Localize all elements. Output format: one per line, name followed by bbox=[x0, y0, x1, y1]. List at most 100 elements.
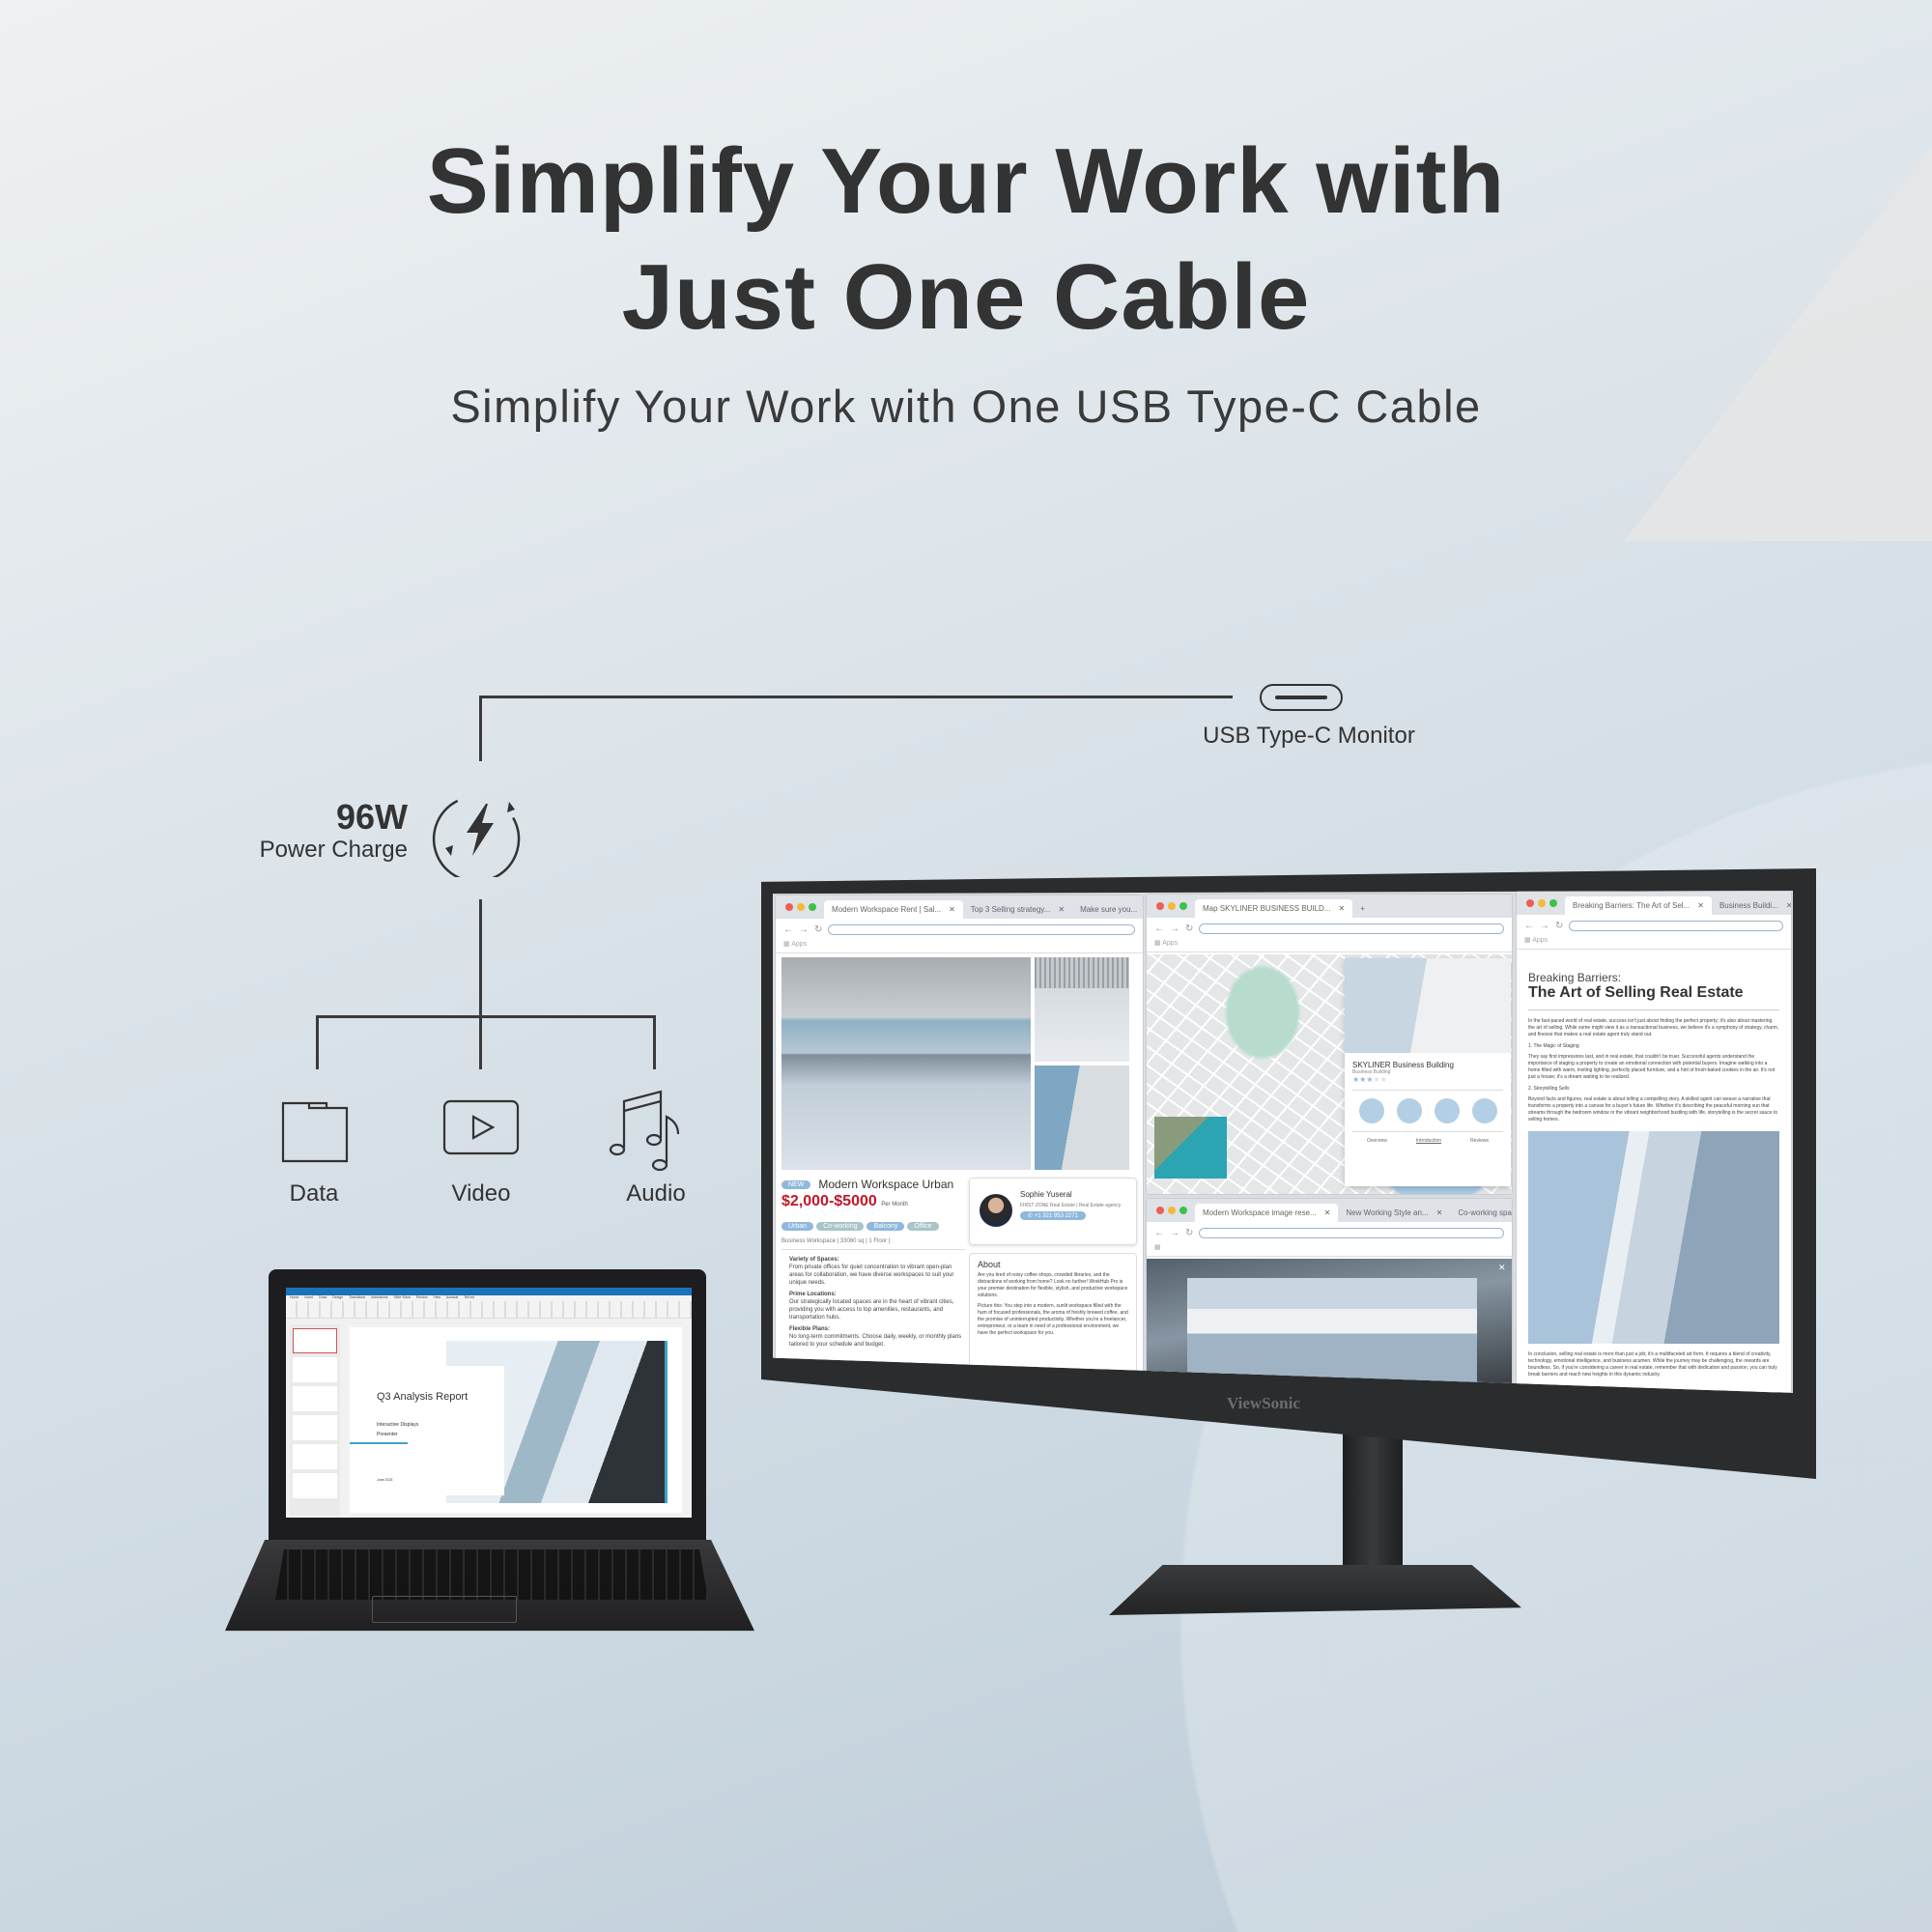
maximize-dot[interactable] bbox=[1179, 902, 1187, 910]
back-icon[interactable]: ← bbox=[1154, 923, 1164, 934]
tab[interactable]: Modern Workspace Rent | Sal...✕ bbox=[824, 900, 963, 919]
minimize-dot[interactable] bbox=[1168, 1207, 1176, 1214]
slide-thumbnails[interactable] bbox=[290, 1324, 340, 1516]
close-dot[interactable] bbox=[1156, 902, 1164, 910]
bookmark-icon[interactable] bbox=[1396, 1098, 1422, 1123]
slide-thumb[interactable] bbox=[293, 1415, 337, 1440]
minimize-dot[interactable] bbox=[1538, 899, 1546, 907]
tag-chip[interactable]: Urban bbox=[781, 1222, 814, 1231]
close-dot[interactable] bbox=[785, 903, 793, 911]
tab[interactable]: Top 3 Selling strategy...✕ bbox=[963, 900, 1072, 919]
address-bar[interactable] bbox=[1199, 923, 1504, 934]
apps-label[interactable]: Apps bbox=[1532, 937, 1548, 944]
place-tab[interactable]: Introduction bbox=[1415, 1138, 1442, 1144]
close-tab-icon[interactable]: ✕ bbox=[1058, 905, 1065, 914]
forward-icon[interactable]: → bbox=[1170, 923, 1179, 934]
feature-item: Flexible Plans:No long-term commitments.… bbox=[789, 1326, 962, 1348]
ribbon-tab[interactable]: Review bbox=[416, 1295, 428, 1299]
listing-title: Modern Workspace Urban bbox=[818, 1178, 954, 1191]
tag-chip[interactable]: Balcony bbox=[867, 1222, 905, 1231]
close-tab-icon[interactable]: ✕ bbox=[1323, 1208, 1331, 1217]
ribbon-tab[interactable]: Design bbox=[332, 1295, 344, 1299]
ribbon-tab[interactable]: Transitions bbox=[349, 1295, 366, 1299]
tag-chip[interactable]: Office bbox=[907, 1222, 939, 1231]
call-agent-button[interactable]: ✆ +1 321 953 2271 bbox=[1020, 1211, 1086, 1220]
apps-label[interactable]: Apps bbox=[791, 941, 808, 948]
close-viewer-icon[interactable]: ✕ bbox=[1498, 1263, 1506, 1272]
close-tab-icon[interactable]: ✕ bbox=[1785, 901, 1792, 910]
close-tab-icon[interactable]: ✕ bbox=[949, 905, 955, 914]
place-tab[interactable]: Reviews bbox=[1470, 1138, 1489, 1144]
listing-thumb-photo[interactable] bbox=[1035, 957, 1129, 1062]
tab-bar: Modern Workspace Rent | Sal...✕ Top 3 Se… bbox=[776, 895, 1143, 919]
tab[interactable]: Co-working space✕ bbox=[1458, 1208, 1512, 1217]
listing-meta: Business Workspace | 33060 sq | 1 Floor … bbox=[781, 1237, 965, 1250]
ribbon-tab[interactable]: Tell me bbox=[464, 1295, 475, 1299]
directions-icon[interactable] bbox=[1434, 1098, 1460, 1123]
reload-icon[interactable]: ↻ bbox=[814, 923, 823, 935]
ribbon-tab[interactable]: Draw bbox=[319, 1295, 327, 1299]
ribbon-tab[interactable]: Insert bbox=[304, 1295, 314, 1299]
slide-thumb[interactable] bbox=[293, 1444, 337, 1469]
forward-icon[interactable]: → bbox=[1170, 1227, 1179, 1238]
satellite-thumbnail[interactable] bbox=[1154, 1117, 1227, 1179]
tag-chip[interactable]: Co-working bbox=[816, 1222, 865, 1231]
close-tab-icon[interactable]: ✕ bbox=[1338, 904, 1346, 913]
slide-thumb[interactable] bbox=[293, 1386, 337, 1411]
ribbon-tab[interactable]: Animations bbox=[371, 1295, 388, 1299]
back-icon[interactable]: ← bbox=[783, 923, 793, 935]
address-bar[interactable] bbox=[828, 923, 1135, 935]
slide-thumb[interactable] bbox=[293, 1328, 337, 1353]
apps-grid-icon[interactable]: ▦ bbox=[1147, 1243, 1512, 1257]
title-line-2: Just One Cable bbox=[621, 245, 1311, 349]
tab[interactable]: Business Buildi...✕ bbox=[1712, 896, 1792, 915]
slide-thumb[interactable] bbox=[293, 1357, 337, 1382]
website-icon[interactable] bbox=[1358, 1098, 1384, 1123]
connector-line bbox=[479, 696, 482, 761]
tab[interactable]: Modern Workspace image rese...✕ bbox=[1195, 1204, 1339, 1222]
slide-canvas[interactable]: Q3 Analysis Report Interactive Displays … bbox=[350, 1327, 682, 1513]
close-tab-icon[interactable]: ✕ bbox=[1697, 901, 1704, 910]
address-bar[interactable] bbox=[1199, 1227, 1504, 1238]
ribbon-tab[interactable]: Home bbox=[290, 1295, 299, 1299]
new-tab-icon[interactable]: + bbox=[1360, 904, 1365, 913]
place-tab[interactable]: Overview bbox=[1367, 1138, 1387, 1144]
location-pin-icon[interactable] bbox=[1471, 1098, 1497, 1123]
tab[interactable]: New Working Style an...✕ bbox=[1338, 1204, 1450, 1222]
tab[interactable]: Make sure you...✕ bbox=[1080, 905, 1138, 914]
slide-presenter: Presenter bbox=[377, 1432, 398, 1437]
apps-grid-icon[interactable]: ▦ bbox=[1154, 940, 1161, 947]
ribbon-tab[interactable]: Acrobat bbox=[446, 1295, 459, 1299]
maximize-dot[interactable] bbox=[809, 903, 816, 911]
back-icon[interactable]: ← bbox=[1154, 1227, 1164, 1238]
apps-grid-icon[interactable]: ▦ bbox=[1524, 937, 1531, 944]
minimize-dot[interactable] bbox=[1168, 902, 1176, 910]
close-tab-icon[interactable]: ✕ bbox=[1435, 1208, 1443, 1217]
listing-main-photo[interactable] bbox=[781, 957, 1031, 1170]
forward-icon[interactable]: → bbox=[799, 923, 809, 935]
reload-icon[interactable]: ↻ bbox=[1555, 920, 1564, 931]
maximize-dot[interactable] bbox=[1179, 1207, 1187, 1214]
ribbon-toolbar[interactable] bbox=[286, 1301, 692, 1319]
slide-title: Q3 Analysis Report bbox=[377, 1391, 469, 1403]
ribbon-tab[interactable]: View bbox=[433, 1295, 441, 1299]
apps-grid-icon[interactable]: ▦ bbox=[783, 941, 790, 948]
ribbon-tab[interactable]: Slide Show bbox=[393, 1295, 412, 1299]
minimize-dot[interactable] bbox=[797, 903, 805, 911]
close-dot[interactable] bbox=[1156, 1207, 1164, 1214]
tab[interactable]: Map SKYLINER BUSINESS BUILD...✕ bbox=[1195, 899, 1353, 918]
subtitle: Simplify Your Work with One USB Type-C C… bbox=[450, 381, 1482, 432]
agent-card: Sophie Yuseral FIRST ZONE Real Estate | … bbox=[969, 1178, 1137, 1245]
reload-icon[interactable]: ↻ bbox=[1185, 1227, 1194, 1238]
tab[interactable]: Breaking Barriers: The Art of Sel...✕ bbox=[1565, 896, 1712, 915]
back-icon[interactable]: ← bbox=[1524, 920, 1534, 931]
reload-icon[interactable]: ↻ bbox=[1185, 923, 1194, 934]
forward-icon[interactable]: → bbox=[1540, 920, 1549, 931]
slide-thumb[interactable] bbox=[293, 1473, 337, 1498]
close-dot[interactable] bbox=[1526, 899, 1534, 907]
listing-thumb-photo[interactable] bbox=[1035, 1065, 1129, 1170]
slide-text-box: Q3 Analysis Report Interactive Displays … bbox=[350, 1366, 504, 1495]
maximize-dot[interactable] bbox=[1549, 899, 1557, 907]
address-bar[interactable] bbox=[1569, 920, 1783, 931]
apps-label[interactable]: Apps bbox=[1162, 940, 1179, 947]
